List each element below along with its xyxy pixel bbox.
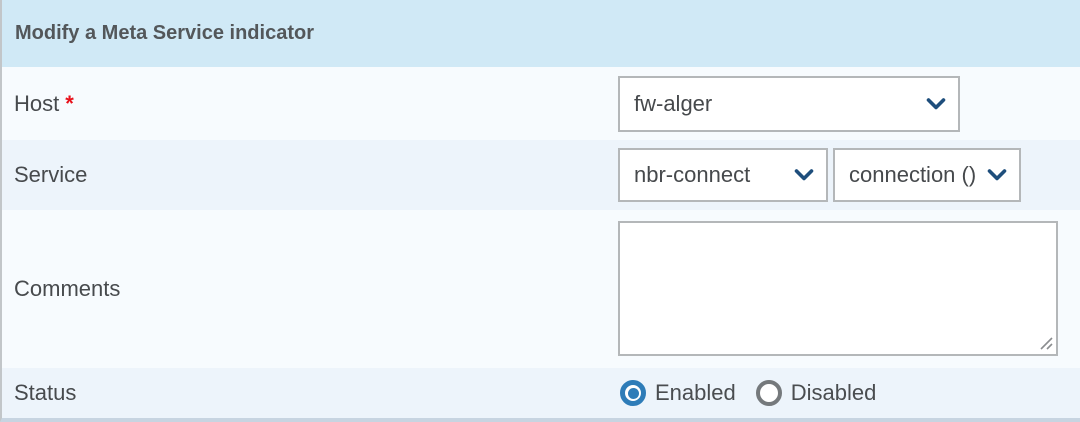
metric-select[interactable]: connection (): [833, 148, 1021, 202]
host-label: Host*: [14, 90, 74, 116]
status-radio-group: Enabled Disabled: [620, 380, 876, 406]
radio-unselected-icon[interactable]: [755, 380, 782, 406]
status-radio-disabled[interactable]: Disabled: [755, 380, 877, 406]
service-row: Service nbr-connect connection (): [2, 140, 1080, 210]
status-label: Status: [14, 380, 77, 405]
status-disabled-label[interactable]: Disabled: [790, 380, 877, 405]
service-label: Service: [14, 162, 88, 187]
comments-label: Comments: [14, 276, 121, 301]
comments-row: Comments: [2, 210, 1080, 368]
status-row: Status Enabled Disabled: [2, 368, 1080, 418]
form-header: Modify a Meta Service indicator: [2, 0, 1080, 67]
host-select-value: fw-alger: [634, 91, 713, 116]
resize-handle-icon[interactable]: [1039, 336, 1054, 351]
metric-select-value: connection (): [849, 162, 977, 187]
comments-field-wrap: [618, 221, 1058, 356]
service-select-value: nbr-connect: [634, 162, 751, 187]
chevron-down-icon: [987, 169, 1007, 181]
host-row: Host* fw-alger: [2, 67, 1080, 140]
radio-selected-icon[interactable]: [620, 380, 646, 406]
service-select[interactable]: nbr-connect: [618, 148, 828, 202]
form-title: Modify a Meta Service indicator: [15, 22, 314, 44]
required-asterisk: *: [65, 90, 74, 116]
status-enabled-label[interactable]: Enabled: [655, 380, 736, 405]
status-radio-enabled[interactable]: Enabled: [620, 380, 736, 406]
chevron-down-icon: [926, 98, 946, 110]
host-select[interactable]: fw-alger: [618, 76, 960, 132]
comments-textarea[interactable]: [618, 221, 1058, 356]
chevron-down-icon: [794, 169, 814, 181]
